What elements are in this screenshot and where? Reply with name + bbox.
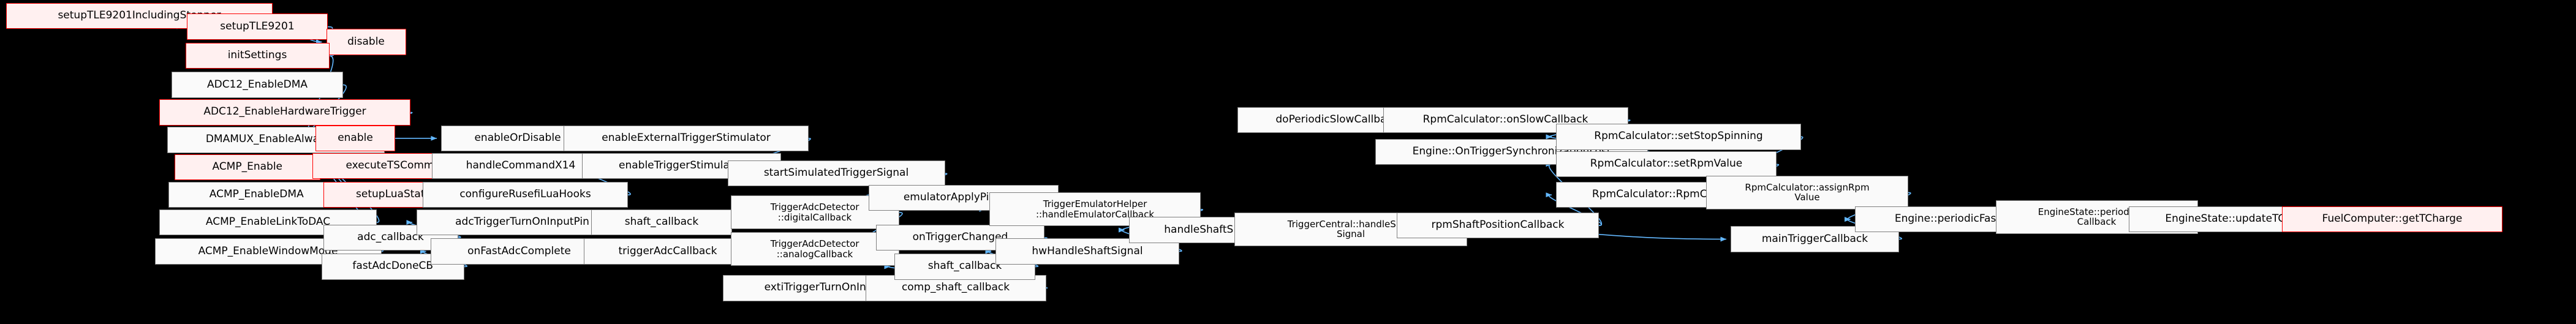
graph-node[interactable]: enableExternalTriggerStimulator bbox=[564, 125, 809, 152]
graph-node[interactable]: ADC12_EnableDMA bbox=[172, 72, 343, 98]
graph-node[interactable]: shaft_callback bbox=[894, 254, 1035, 280]
graph-node[interactable]: RpmCalculator::setStopSpinning bbox=[1556, 124, 1801, 150]
graph-node[interactable]: ACMP_EnableDMA bbox=[168, 181, 345, 208]
graph-node[interactable]: configureRusefiLuaHooks bbox=[423, 181, 628, 208]
graph-node[interactable]: ACMP_Enable bbox=[175, 154, 320, 181]
graph-node[interactable]: ADC12_EnableHardwareTrigger bbox=[159, 99, 410, 126]
graph-node[interactable]: setupTLE9201 bbox=[187, 13, 328, 40]
graph-node[interactable]: hwHandleShaftSignal bbox=[995, 238, 1179, 265]
graph-node[interactable]: TriggerAdcDetector ::digitalCallback bbox=[730, 195, 899, 230]
graph-node[interactable]: initSettings bbox=[185, 42, 330, 69]
graph-node[interactable]: onFastAdcComplete bbox=[430, 238, 608, 265]
graph-node[interactable]: RpmCalculator::setRpmValue bbox=[1556, 151, 1777, 178]
graph-node[interactable]: enable bbox=[315, 125, 395, 152]
graph-node[interactable]: disable bbox=[326, 29, 406, 55]
graph-node[interactable]: ACMP_EnableWindowMode bbox=[154, 238, 382, 265]
graph-node[interactable]: fastAdcDoneCB bbox=[322, 254, 464, 280]
graph-node[interactable]: triggerAdcCallback bbox=[583, 238, 752, 265]
graph-node[interactable]: startSimulatedTriggerSignal bbox=[727, 160, 945, 187]
graph-node[interactable]: adc_callback bbox=[323, 224, 458, 251]
graph-node[interactable]: FuelComputer::getTCharge bbox=[2282, 206, 2502, 233]
graph-node[interactable]: TriggerAdcDetector ::analogCallback bbox=[730, 232, 899, 266]
graph-node[interactable]: handleCommandX14 bbox=[432, 153, 610, 179]
graph-node[interactable]: shaft_callback bbox=[591, 209, 732, 236]
graph-node[interactable]: RpmCalculator::assignRpm Value bbox=[1706, 175, 1908, 209]
graph-node[interactable]: rpmShaftPositionCallback bbox=[1397, 212, 1599, 239]
